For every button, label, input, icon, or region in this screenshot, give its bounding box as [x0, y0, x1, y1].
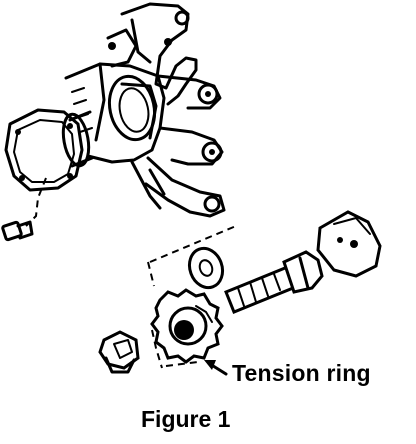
tension-ring-label: Tension ring: [232, 360, 371, 386]
hub-bolt: [224, 250, 324, 314]
alignment-guides: [147, 225, 237, 369]
hex-nut: [98, 330, 140, 374]
tension-ring-gear: [150, 288, 224, 364]
tension-ring-callout-arrow: [204, 360, 228, 376]
figure-caption: Figure 1: [141, 406, 231, 432]
washer: [187, 246, 225, 290]
dust-cap: [316, 210, 382, 278]
backing-plate: [4, 108, 94, 192]
backing-plate-bolt: [1, 177, 47, 242]
steering-knuckle: [64, 2, 226, 218]
